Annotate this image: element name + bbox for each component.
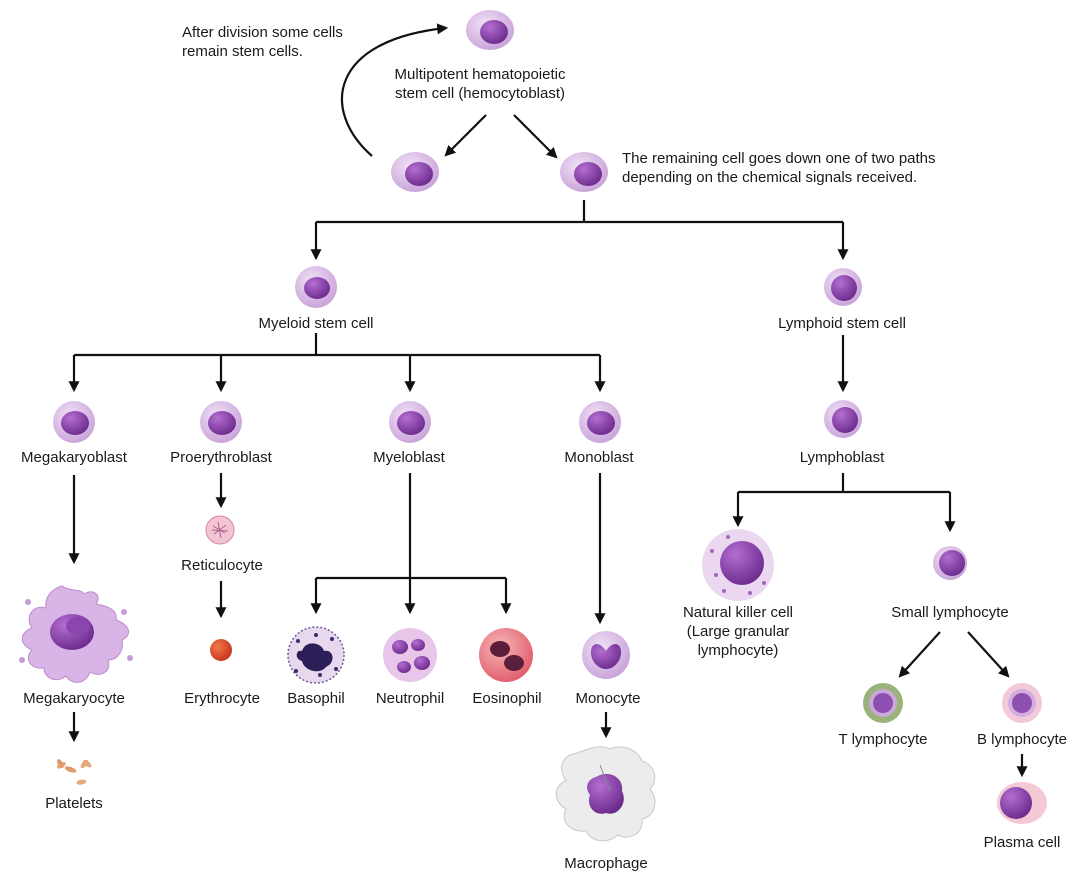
natural-killer-label-line3: lymphocyte)	[698, 642, 779, 659]
b-lymphocyte-label: B lymphocyte	[977, 731, 1067, 748]
megakaryoblast-label: Megakaryoblast	[21, 449, 128, 466]
lymphoid-stem-cell-label: Lymphoid stem cell	[778, 315, 906, 332]
small-lymphocyte-icon	[933, 546, 967, 580]
megakaryoblast-icon	[53, 401, 95, 443]
basophil-label: Basophil	[287, 690, 345, 707]
monocyte-icon	[582, 631, 630, 679]
lymphoid-stem-cell-icon	[824, 268, 862, 306]
plasma-cell-label: Plasma cell	[984, 834, 1061, 851]
eosinophil-icon	[479, 628, 533, 682]
lymphoblast-label: Lymphoblast	[800, 449, 885, 466]
note-two-paths-line2: depending on the chemical signals receiv…	[622, 169, 917, 186]
split-arrow-right	[513, 114, 558, 159]
basophil-icon	[287, 626, 345, 684]
monoblast-label: Monoblast	[564, 449, 634, 466]
macrophage-label: Macrophage	[564, 855, 647, 872]
monocyte-label: Monocyte	[575, 690, 640, 707]
proerythroblast-icon	[200, 401, 242, 443]
lymphoblast-icon	[824, 400, 862, 438]
split-arrow-left	[444, 114, 487, 157]
t-lymphocyte-label: T lymphocyte	[839, 731, 928, 748]
stem-cell-icon	[466, 10, 514, 50]
monoblast-icon	[579, 401, 621, 443]
daughter-cell-left-icon	[391, 152, 439, 192]
arrow-to-b-lymphocyte	[967, 631, 1010, 678]
plasma-cell-icon	[997, 782, 1047, 824]
platelets-icon	[56, 759, 92, 785]
t-lymphocyte-icon	[863, 683, 903, 723]
arrow-to-t-lymphocyte	[898, 631, 941, 678]
myeloid-stem-cell-icon	[295, 266, 337, 308]
connectors	[68, 23, 1028, 778]
reticulocyte-label: Reticulocyte	[181, 557, 263, 574]
proerythroblast-label: Proerythroblast	[170, 449, 273, 466]
myeloblast-icon	[389, 401, 431, 443]
daughter-cell-right-icon	[560, 152, 608, 192]
neutrophil-label: Neutrophil	[376, 690, 444, 707]
hemocytoblast-label-line2: stem cell (hemocytoblast)	[395, 85, 565, 102]
megakaryocyte-icon	[19, 585, 133, 683]
note-stem-renewal-line2: remain stem cells.	[182, 43, 303, 60]
b-lymphocyte-icon	[1002, 683, 1042, 723]
macrophage-icon	[555, 746, 656, 842]
natural-killer-label-line2: (Large granular	[687, 623, 790, 640]
eosinophil-label: Eosinophil	[472, 690, 541, 707]
erythrocyte-icon	[210, 639, 232, 661]
natural-killer-cell-icon	[702, 529, 774, 601]
small-lymphocyte-label: Small lymphocyte	[891, 604, 1009, 621]
hemocytoblast-label-line1: Multipotent hematopoietic	[395, 66, 566, 83]
note-two-paths-line1: The remaining cell goes down one of two …	[622, 150, 936, 167]
myeloblast-label: Myeloblast	[373, 449, 446, 466]
neutrophil-icon	[383, 628, 437, 682]
erythrocyte-label: Erythrocyte	[184, 690, 260, 707]
megakaryocyte-label: Megakaryocyte	[23, 690, 125, 707]
natural-killer-label-line1: Natural killer cell	[683, 604, 793, 621]
note-stem-renewal-line1: After division some cells	[182, 24, 343, 41]
reticulocyte-icon	[205, 515, 235, 545]
myeloid-stem-cell-label: Myeloid stem cell	[258, 315, 373, 332]
platelets-label: Platelets	[45, 795, 103, 812]
self-renewal-arrow	[340, 23, 449, 157]
